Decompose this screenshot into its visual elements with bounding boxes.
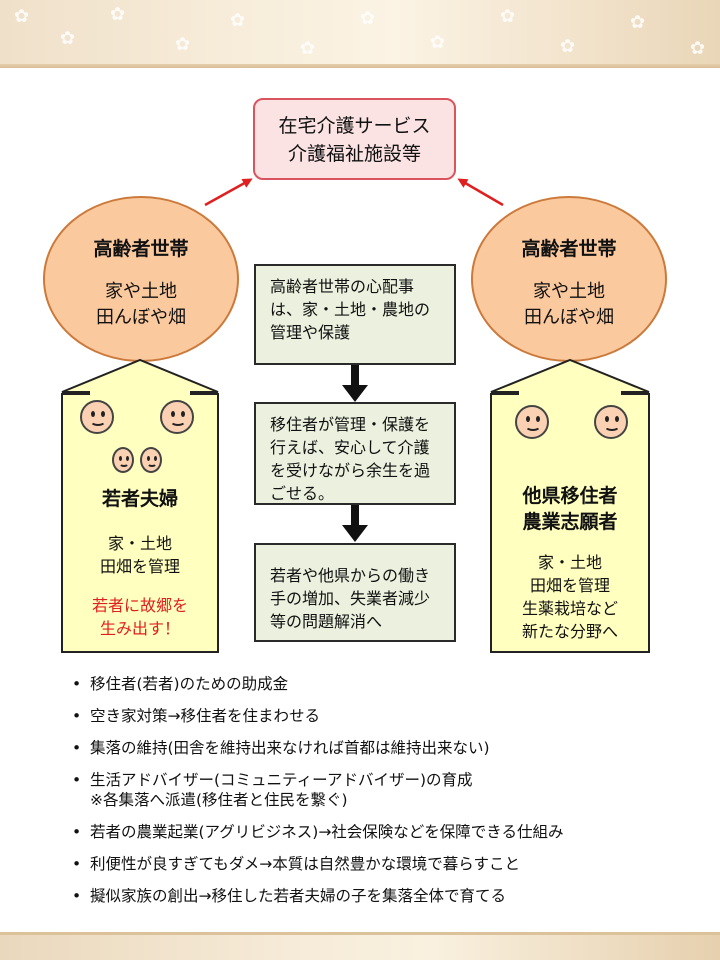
smiley-face-icon (594, 405, 628, 439)
bullet-item: 生活アドバイザー(コミュニティーアドバイザー)の育成 ※各集落へ派遣(移住者と住… (72, 770, 692, 810)
top-decorative-band: ✿ ✿ ✿ ✿ ✿ ✿ ✿ ✿ ✿ ✿ ✿ ✿ (0, 0, 720, 68)
left-panel-title: 若者夫婦 (101, 488, 178, 510)
flower-icon: ✿ (230, 10, 246, 31)
bullet-item: 擬似家族の創出→移住した若者夫婦の子を集落全体で育てる (72, 886, 692, 906)
left-panel-text: 若者夫婦 家・土地 田畑を管理 若者に故郷を 生み出す！ (64, 486, 216, 640)
flow-box-2: 移住者が管理・保護を行えば、安心して介護を受けながら余生を過ごせる。 (254, 402, 456, 505)
service-line-2: 介護福祉施設等 (287, 143, 421, 165)
policy-bullet-list: 移住者(若者)のための助成金 空き家対策→移住者を住まわせる 集落の維持(田舎を… (72, 674, 692, 918)
right-panel-text: 他県移住者 農業志願者 家・土地 田畑を管理 生薬栽培など 新たな分野へ (493, 483, 647, 643)
right-red-arrow (457, 178, 504, 207)
smiley-face-icon (160, 400, 194, 434)
right-panel-line-4: 新たな分野へ (521, 622, 618, 641)
flower-icon: ✿ (500, 6, 516, 27)
smiley-face-icon (80, 400, 114, 434)
left-panel-slogan-1: 若者に故郷を (91, 596, 188, 615)
flower-icon: ✿ (60, 28, 76, 49)
flower-icon: ✿ (630, 12, 646, 33)
small-smiley-face-icon (112, 447, 134, 473)
flower-icon: ✿ (14, 6, 30, 27)
bullet-item: 移住者(若者)のための助成金 (72, 674, 692, 694)
left-circle-line-2: 田んぼや畑 (96, 307, 186, 328)
down-arrow-icon (342, 505, 368, 542)
right-panel-line-1: 家・土地 (537, 553, 602, 572)
bullet-item: 若者の農業起業(アグリビジネス)→社会保険などを保障できる仕組み (72, 822, 692, 842)
right-panel-line-3: 生薬栽培など (521, 599, 618, 618)
service-line-1: 在宅介護サービス (278, 115, 431, 137)
right-panel-title-1: 他県移住者 (522, 485, 618, 507)
left-circle-line-1: 家や土地 (105, 281, 177, 302)
flower-icon: ✿ (175, 34, 191, 55)
left-circle-title: 高齢者世帯 (93, 238, 189, 260)
bullet-sub-note: ※各集落へ派遣(移住者と住民を繋ぐ) (90, 791, 348, 809)
bullet-item: 空き家対策→移住者を住まわせる (72, 706, 692, 726)
left-panel-slogan-2: 生み出す！ (99, 619, 180, 638)
left-elderly-household-circle: 高齢者世帯 家や土地 田んぼや畑 (43, 196, 239, 362)
right-circle-title: 高齢者世帯 (521, 238, 617, 260)
left-panel-line-2: 田畑を管理 (99, 557, 180, 576)
right-circle-line-1: 家や土地 (533, 281, 605, 302)
red-arrows (204, 178, 504, 207)
small-smiley-face-icon (140, 447, 162, 473)
right-panel-title-2: 農業志願者 (522, 511, 618, 533)
right-panel-line-2: 田畑を管理 (529, 576, 610, 595)
flower-icon: ✿ (110, 4, 126, 25)
flower-icon: ✿ (300, 38, 316, 59)
flow-box-3: 若者や他県からの働き手の増加、失業者減少等の問題解消へ (254, 543, 456, 642)
bottom-decorative-band (0, 932, 720, 960)
left-panel-line-1: 家・土地 (107, 534, 172, 553)
bullet-item: 集落の維持(田舎を維持出来なければ首都は維持出来ない) (72, 738, 692, 758)
smiley-face-icon (515, 405, 549, 439)
home-care-service-box: 在宅介護サービス 介護福祉施設等 (253, 98, 456, 180)
flow-box-1: 高齢者世帯の心配事は、家・土地・農地の管理や保護 (254, 264, 456, 365)
bullet-item: 利便性が良すぎてもダメ→本質は自然豊かな環境で暮らすこと (72, 854, 692, 874)
flower-icon: ✿ (430, 32, 446, 53)
down-arrow-icon (342, 365, 368, 402)
right-circle-line-2: 田んぼや畑 (524, 307, 614, 328)
right-elderly-household-circle: 高齢者世帯 家や土地 田んぼや畑 (471, 196, 667, 362)
left-red-arrow (204, 178, 253, 207)
flower-icon: ✿ (560, 36, 576, 57)
flower-icon: ✿ (690, 38, 706, 59)
flower-icon: ✿ (360, 8, 376, 29)
